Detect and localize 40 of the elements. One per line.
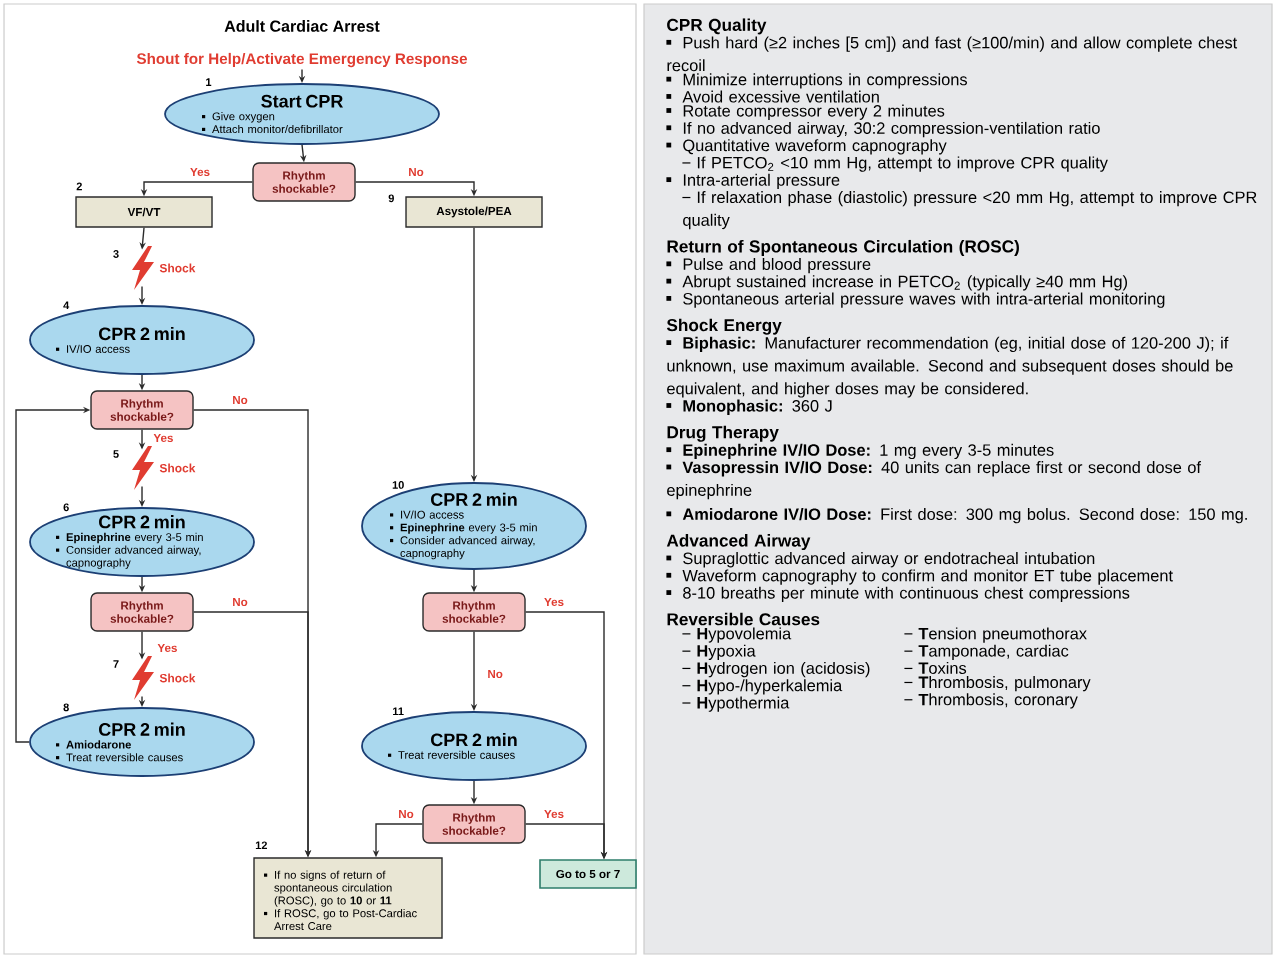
section-heading: Return of Spontaneous Circulation (ROSC) — [667, 239, 1019, 256]
bullet-item: Intra-arterial pressure — [666, 173, 840, 190]
bullet-item: Spontaneous arterial pressure waves with intra-arterial monitoring — [666, 292, 1165, 308]
bullet-item: Monophasic: 360 J — [666, 399, 832, 415]
list-item: If PETCO$_{2}$ <10 mm Hg, attempt to improve CPR quality — [681, 156, 1108, 172]
bullet-item: Amiodarone IV/IO Dose: First dose: 300 mg bolus. Second dose: 150 mg. — [666, 507, 1247, 524]
bullet-item: Rotate compressor every 2 minutes — [666, 104, 945, 120]
section-heading: Advanced Airway — [666, 534, 811, 551]
bullet-item: Biphasic: Manufacturer recommendation (eg, initial dose of 120-200 J); if unknown, use maximum available. Second and subsequent doses should be equivalent, and higher doses may be considered. — [666, 336, 1233, 398]
lightning-bolt-icon — [132, 246, 154, 290]
lightning-bolt-icon — [132, 446, 154, 490]
section-heading: Drug Therapy — [667, 425, 779, 442]
list-item: Hydrogen ion (acidosis) — [681, 661, 870, 678]
list-item: Tension pneumothorax — [903, 627, 1087, 643]
section-heading: CPR Quality — [667, 18, 767, 35]
bullet-item: Vasopressin IV/IO Dose: 40 units can replace first or second dose of epinephrine — [666, 461, 1201, 500]
bullet-item: Epinephrine IV/IO Dose: 1 mg every 3-5 minutes — [666, 443, 1054, 460]
list-item: Hypothermia — [681, 696, 790, 712]
section-heading: Shock Energy — [666, 318, 782, 335]
diagram-title: Adult Cardiac Arrest — [224, 20, 380, 32]
list-item: Tamponade, cardiac — [903, 644, 1069, 660]
list-item: Toxins — [903, 661, 967, 674]
bullet-item: Push hard (≥2 inches [5 cm]) and fast (≥100/min) and allow complete chest recoil — [666, 36, 1238, 72]
lightning-bolt-icon — [132, 656, 154, 700]
bullet-item: Supraglottic advanced airway or endotracheal intubation — [666, 552, 1095, 568]
bullet-item: Waveform capnography to confirm and monitor ET tube placement — [666, 569, 1173, 585]
list-item: Hypo-/hyperkalemia — [681, 679, 843, 695]
bullet-item: Pulse and blood pressure — [666, 257, 871, 274]
list-item: Thrombosis, coronary — [903, 693, 1078, 709]
bullet-item: Avoid excessive ventilation — [666, 90, 879, 103]
bullet-item: Quantitative waveform capnography — [666, 139, 947, 155]
section-heading: Reversible Causes — [667, 612, 820, 626]
list-item: Thrombosis, pulmonary — [903, 676, 1091, 692]
bullet-item: 8-10 breaths per minute with continuous chest compressions — [666, 586, 1130, 602]
list-item: Hypoxia — [681, 644, 756, 660]
bullet-item: Minimize interruptions in compressions — [666, 73, 968, 89]
list-item: Hypovolemia — [681, 627, 792, 643]
bullet-item: Abrupt sustained increase in PETCO$_{2}$ (typically ≥40 mm Hg) — [666, 275, 1127, 291]
list-item: If relaxation phase (diastolic) pressure <20 mm Hg, attempt to improve CPR quality — [681, 191, 1257, 230]
bullet-item: If no advanced airway, 30:2 compression-ventilation ratio — [666, 121, 1100, 138]
